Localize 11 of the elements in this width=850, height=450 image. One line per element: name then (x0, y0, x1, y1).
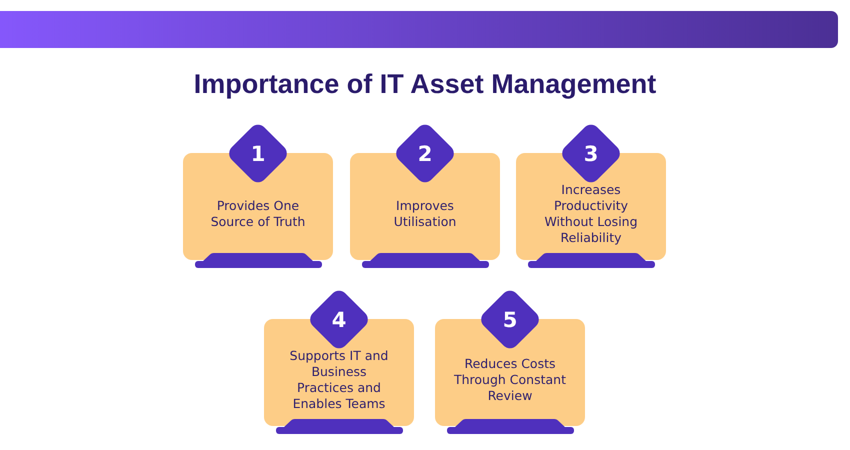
step-number: 5 (502, 308, 518, 332)
card-text: Increases Productivity Without Losing Reliability (543, 182, 639, 246)
card-text: Reduces Costs Through Constant Review (452, 356, 568, 404)
step-number: 3 (584, 142, 598, 166)
card-text: Supports IT and Business Practices and Enables Teams (288, 348, 390, 412)
step-number: 4 (332, 308, 346, 332)
step-number: 1 (250, 142, 266, 166)
title: Importance of IT Asset Management (194, 68, 656, 100)
card-text: Provides One Source of Truth (210, 198, 306, 230)
step-number: 2 (418, 142, 432, 166)
card-text: Improves Utilisation (392, 198, 458, 230)
